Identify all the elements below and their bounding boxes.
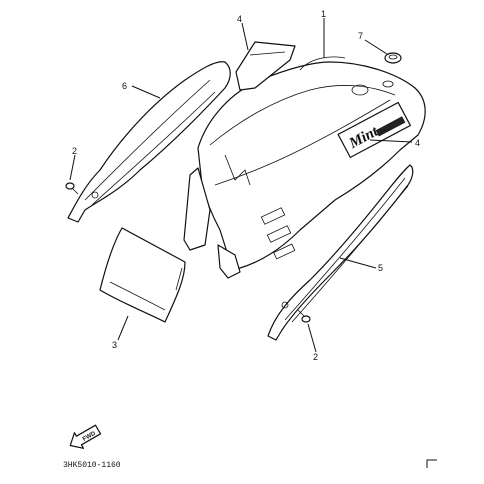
callout-6: 6 [122, 81, 127, 91]
part-6-left-side-panel [67, 61, 231, 223]
part-5-right-side-panel [267, 164, 414, 341]
part-1-body-cover: Mint [183, 56, 426, 279]
fwd-arrow-icon: FWD [69, 424, 102, 449]
callout-3: 3 [112, 340, 117, 350]
part-7-grommet [384, 52, 402, 64]
callout-5: 5 [378, 263, 383, 273]
part-4-top-pad [235, 41, 296, 91]
callout-2-left: 2 [72, 146, 77, 156]
part-3-lower-panel [99, 227, 186, 323]
callout-2-bottom: 2 [313, 352, 318, 362]
callout-1: 1 [321, 9, 326, 19]
part-2-screw-left [65, 182, 79, 195]
callout-4-top: 4 [237, 14, 242, 24]
callout-7: 7 [358, 31, 363, 41]
corner-mark [426, 459, 437, 468]
callout-labels: 4 1 7 6 2 4 5 3 2 [72, 9, 420, 362]
part-2-screw-bottom [297, 309, 311, 323]
leader-lines [69, 18, 413, 353]
diagram-code: 3HK5010-1160 [63, 461, 121, 470]
callout-4-right: 4 [415, 138, 420, 148]
